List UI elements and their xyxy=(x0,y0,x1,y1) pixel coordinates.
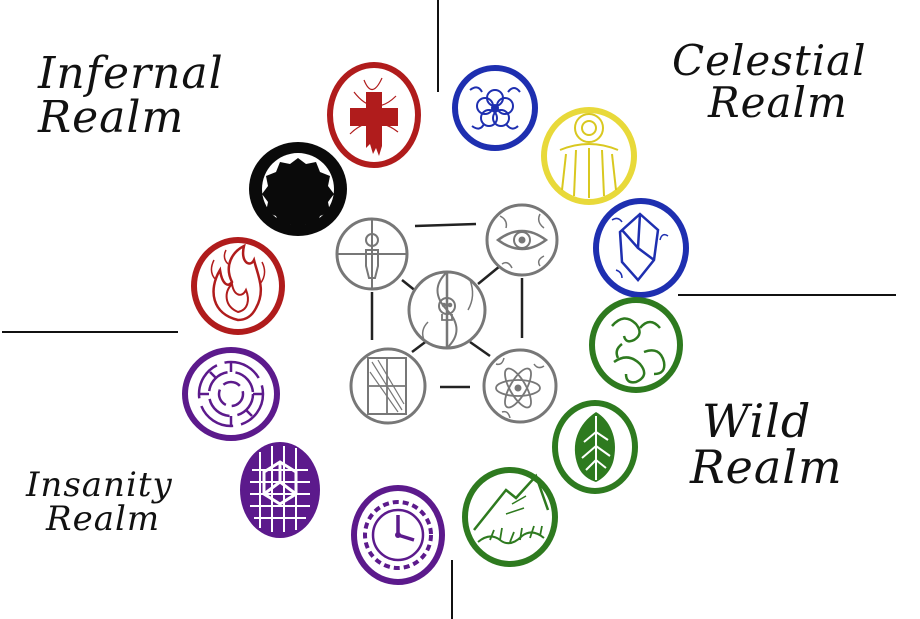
maze-symbol-icon xyxy=(182,347,280,441)
infernal-realm-label: Infernal Realm xyxy=(38,52,224,140)
mountain-symbol-icon xyxy=(462,467,558,567)
insanity-realm-label-line2: Realm xyxy=(46,499,161,539)
divider-lines xyxy=(2,0,896,619)
insanity-realm-label: Insanity Realm xyxy=(26,468,173,536)
wild-realm-label-line2: Realm xyxy=(690,440,843,494)
celestial-realm-label-line2: Realm xyxy=(708,78,848,127)
eye-symbol-icon xyxy=(485,203,559,277)
insanity-realm-label-line1: Insanity xyxy=(26,465,173,505)
flame-symbol-icon xyxy=(191,237,285,335)
atom-symbol-icon xyxy=(482,348,558,424)
infernal-realm-label-line1: Infernal xyxy=(38,48,224,99)
human-figure-symbol-icon xyxy=(335,217,409,291)
yellow-sun-symbol-icon xyxy=(541,107,637,205)
celestial-realm-label: Celestial Realm xyxy=(672,40,867,124)
window-symbol-icon xyxy=(349,347,427,425)
leaf-symbol-icon xyxy=(552,400,638,494)
red-cross-symbol-icon xyxy=(327,62,421,168)
blue-crystal-symbol-icon xyxy=(593,198,689,298)
celestial-realm-label-line1: Celestial xyxy=(672,36,867,85)
black-gear-symbol-icon xyxy=(249,142,347,236)
blue-flower-symbol-icon xyxy=(452,65,538,151)
grid-cube-symbol-icon xyxy=(240,442,320,538)
wild-realm-label-line1: Wild xyxy=(702,394,812,448)
infernal-realm-label-line2: Realm xyxy=(38,92,185,143)
wild-realm-label: Wild Realm xyxy=(690,398,843,490)
skull-yin-yang-symbol-icon xyxy=(407,270,487,350)
inner-connectors xyxy=(370,222,524,389)
vine-swirl-symbol-icon xyxy=(589,297,683,393)
clock-gear-symbol-icon xyxy=(351,485,445,585)
